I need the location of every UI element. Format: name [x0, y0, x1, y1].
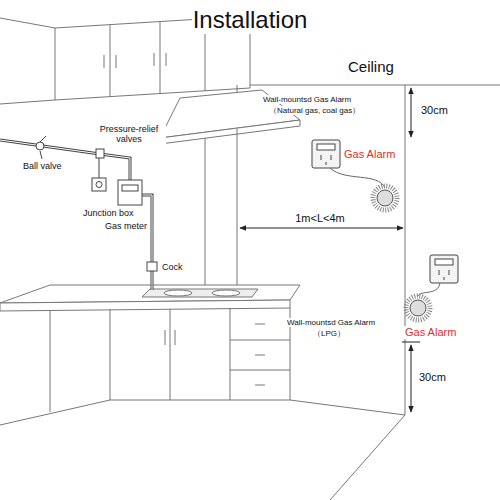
part-label: Ball valve — [22, 161, 63, 171]
dimension-label: 30cm — [420, 104, 449, 117]
cooktop — [142, 289, 258, 297]
pipe-inner — [0, 140, 152, 290]
cabinet-side — [0, 18, 55, 104]
dimension-label: 1m<L<4m — [294, 212, 346, 225]
alarm-caption: （LPG） — [312, 329, 346, 338]
cabinet-handles — [165, 324, 265, 385]
alarm-label: Gas Alarm — [404, 326, 457, 339]
dimension-lines — [240, 88, 420, 412]
alarm-plug — [321, 155, 331, 165]
alarm-body — [312, 140, 340, 168]
dimension-arrow — [411, 88, 412, 137]
hood-edge — [160, 120, 300, 144]
junction-socket — [96, 182, 102, 188]
burner — [164, 290, 192, 296]
alarm-dome — [410, 300, 426, 316]
cabinet-doors — [104, 19, 205, 97]
counter — [0, 285, 300, 311]
alarm-caption: Wall-mountsd Gas Alarm — [262, 95, 352, 104]
part-label: Pressure-relief valves — [92, 124, 166, 145]
alarm-dome — [377, 190, 393, 206]
alarm-display — [435, 259, 453, 265]
diagram-title: Installation — [192, 6, 309, 34]
lower-cabinets — [50, 308, 290, 412]
alarm-spikes — [406, 296, 430, 320]
alarm-plug — [439, 270, 449, 280]
part-label: Gas meter — [104, 221, 148, 231]
alarm-spikes — [373, 186, 397, 210]
counter-edge — [0, 300, 290, 311]
pipe-outer — [0, 140, 152, 290]
floor-line — [0, 400, 110, 425]
dimension-label: 30cm — [418, 371, 447, 384]
junction-wire — [99, 156, 100, 178]
part-label: Junction box — [82, 208, 135, 218]
alarm-label: Gas Alarm — [343, 148, 396, 161]
wall-pillar — [205, 85, 237, 285]
alarm-caption: Wall-mountsd Gas Alarm — [286, 318, 376, 327]
room-label: Ceiling — [347, 58, 395, 75]
part-label: Cock — [161, 262, 184, 272]
room-lines — [0, 85, 500, 500]
gas-pipe — [0, 140, 152, 290]
leader-line — [40, 151, 42, 159]
dimension-arrow — [411, 345, 412, 412]
burner — [212, 290, 240, 296]
wall-corner — [330, 85, 405, 500]
junction-box — [92, 178, 106, 191]
alarm-body — [430, 255, 458, 283]
ball-valve — [36, 142, 44, 150]
alarm-cable — [330, 168, 385, 188]
ceiling-line — [237, 85, 500, 86]
dimension-arrow — [240, 228, 403, 229]
gas-alarm-top — [312, 140, 397, 210]
cabinet-doors — [170, 308, 290, 400]
alarm-cable — [418, 283, 440, 296]
dimension-tick — [402, 342, 420, 343]
alarm-display — [317, 144, 335, 150]
alarm-caption: （Natural gas, coal gas） — [268, 106, 361, 115]
gas-meter — [118, 180, 142, 205]
meter-display — [122, 185, 138, 191]
relief-valve — [96, 149, 104, 158]
cock-valve — [147, 262, 157, 271]
floor-line — [290, 400, 405, 415]
cabinet-body — [50, 308, 290, 412]
valve-handle — [40, 136, 46, 142]
gas-alarm-bottom — [406, 255, 458, 320]
gas-fittings — [36, 136, 157, 271]
